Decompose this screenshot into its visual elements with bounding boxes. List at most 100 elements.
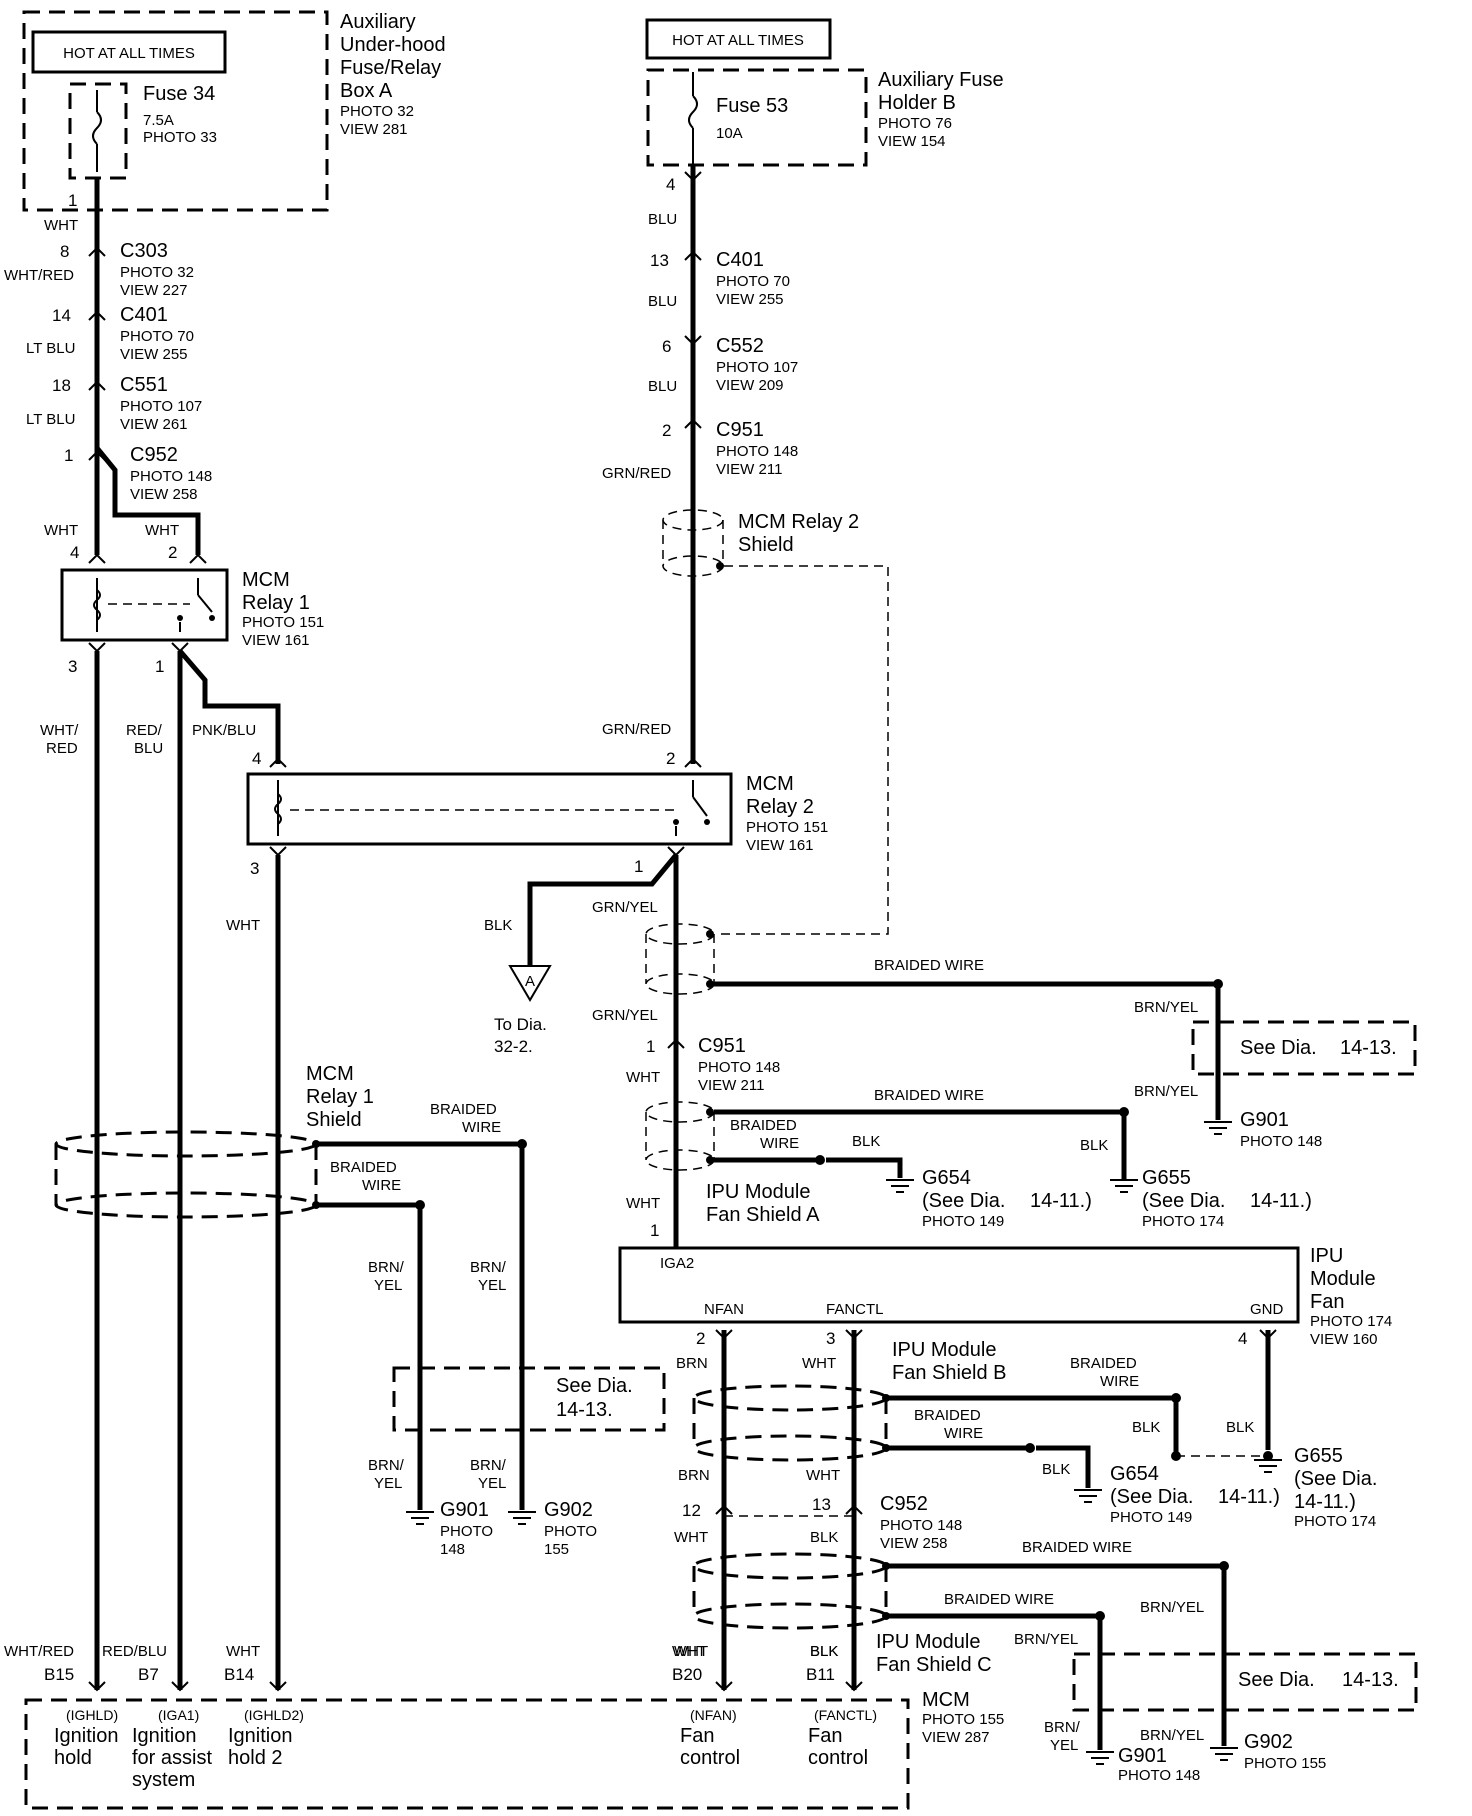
svg-text:BRAIDED WIRE: BRAIDED WIRE [1022,1539,1132,1556]
svg-text:14-13.: 14-13. [1340,1037,1397,1059]
svg-text:Ignition: Ignition [54,1725,119,1747]
svg-text:VIEW 211: VIEW 211 [698,1077,764,1094]
svg-text:MCM: MCM [306,1063,354,1085]
svg-text:VIEW 160: VIEW 160 [1310,1331,1378,1348]
left-fuse-name: Fuse 34 [143,83,215,105]
svg-text:See Dia.: See Dia. [1238,1669,1315,1691]
svg-text:Module: Module [1310,1268,1376,1290]
ground-g655-b: G655 (See Dia. 14-11.) PHOTO 174 [1254,1445,1377,1530]
ipu-module-fan: IGA2 NFAN FANCTL GND IPU Module Fan PHOT… [618,1245,1392,1372]
svg-text:VIEW 227: VIEW 227 [120,282,188,299]
svg-text:2: 2 [696,1329,705,1348]
svg-text:2: 2 [666,749,675,768]
svg-text:BRN: BRN [676,1355,708,1372]
left-connector-c551: 18 C551 PHOTO 107 VIEW 261 LT BLU [26,374,202,433]
svg-text:Ignition: Ignition [132,1725,197,1747]
svg-text:G655: G655 [1142,1167,1191,1189]
svg-text:14-13.: 14-13. [1342,1669,1399,1691]
svg-text:PHOTO 149: PHOTO 149 [922,1213,1004,1230]
svg-text:IPU Module: IPU Module [706,1181,811,1203]
svg-text:VIEW 154: VIEW 154 [878,133,946,150]
ipu-fan-shield-a: BRAIDED WIRE BRN/YEL See Dia. 14-13. GRN… [592,923,1417,1240]
svg-text:VIEW 258: VIEW 258 [130,486,198,503]
svg-text:6: 6 [662,337,671,356]
svg-text:BRN/YEL: BRN/YEL [1134,999,1198,1016]
left-box-title-2: Under-hood [340,34,446,56]
svg-text:Relay 1: Relay 1 [306,1086,374,1108]
svg-text:Fan: Fan [1310,1291,1344,1313]
relay1-feed-wire [95,446,201,555]
svg-text:WHT: WHT [226,917,260,934]
svg-text:IGA2: IGA2 [660,1255,694,1272]
svg-text:WHT: WHT [802,1355,836,1372]
ground-g655-a: G655 (See Dia. 14-11.) PHOTO 174 [1110,1167,1312,1230]
svg-text:WHT: WHT [674,1529,708,1546]
left-fuse-box: HOT AT ALL TIMES Fuse 34 7.5A PHOTO 33 A… [22,10,446,234]
svg-text:2: 2 [662,421,671,440]
svg-text:BRN/: BRN/ [470,1457,507,1474]
svg-text:(IGHLD2): (IGHLD2) [244,1707,304,1723]
svg-text:NFAN: NFAN [704,1301,744,1318]
svg-text:14-11.): 14-11.) [1250,1190,1312,1212]
svg-text:WHT: WHT [44,522,78,539]
svg-text:GRN/YEL: GRN/YEL [592,1007,658,1024]
svg-text:WHT: WHT [672,1643,706,1660]
svg-text:B15: B15 [44,1665,74,1684]
svg-text:C952: C952 [130,444,178,466]
svg-text:PHOTO 155: PHOTO 155 [1244,1755,1326,1772]
svg-text:MCM: MCM [922,1689,970,1711]
svg-text:PHOTO 174: PHOTO 174 [1294,1513,1376,1530]
left-fuse-rating: 7.5A [143,112,174,129]
svg-text:C401: C401 [120,304,168,326]
svg-text:WHT: WHT [145,522,179,539]
svg-text:hold: hold [54,1747,92,1769]
svg-text:12: 12 [682,1501,701,1520]
svg-text:3: 3 [68,657,77,676]
svg-text:VIEW 261: VIEW 261 [120,416,188,433]
svg-text:BLU: BLU [648,378,677,395]
svg-text:(See Dia.: (See Dia. [1294,1468,1377,1490]
svg-text:Ignition: Ignition [228,1725,293,1747]
svg-text:3: 3 [250,859,259,878]
svg-text:A: A [525,973,535,990]
svg-text:BLK: BLK [484,917,512,934]
svg-text:C951: C951 [716,419,764,441]
svg-text:To Dia.: To Dia. [494,1015,547,1034]
svg-text:See Dia.: See Dia. [1240,1037,1317,1059]
svg-text:B14: B14 [224,1665,254,1684]
svg-text:LT BLU: LT BLU [26,340,75,357]
svg-text:IPU: IPU [1310,1245,1343,1267]
svg-text:PHOTO 70: PHOTO 70 [716,273,790,290]
svg-text:13: 13 [650,251,669,270]
svg-text:PHOTO 174: PHOTO 174 [1310,1313,1392,1330]
svg-text:13: 13 [812,1495,831,1514]
right-connector-c401: 13 C401 PHOTO 70 VIEW 255 BLU [648,249,790,310]
svg-text:WHT: WHT [226,1643,260,1660]
ground-icon [406,1511,434,1525]
svg-text:14-13.: 14-13. [556,1399,613,1421]
svg-text:Fan Shield B: Fan Shield B [892,1362,1007,1384]
svg-text:C401: C401 [716,249,764,271]
svg-text:G655: G655 [1294,1445,1343,1467]
svg-text:WHT: WHT [674,1643,708,1660]
ground-g902-left: G902 PHOTO 155 [508,1499,597,1558]
ipu-fan-shield-b: IPU Module Fan Shield B BRAIDED WIRE BRA… [678,1339,1273,1488]
svg-text:WIRE: WIRE [362,1177,401,1194]
svg-text:for assist: for assist [132,1747,212,1769]
svg-text:BLU: BLU [648,211,677,228]
svg-text:3: 3 [826,1329,835,1348]
svg-text:PHOTO 148: PHOTO 148 [880,1517,962,1534]
svg-text:LT BLU: LT BLU [26,411,75,428]
svg-text:WHT/RED: WHT/RED [4,267,74,284]
svg-text:BRN/: BRN/ [368,1259,405,1276]
svg-text:BLK: BLK [810,1529,838,1546]
svg-text:BRN: BRN [678,1467,710,1484]
svg-text:FANCTL: FANCTL [826,1301,884,1318]
svg-text:BRN/YEL: BRN/YEL [1140,1727,1204,1744]
svg-text:4: 4 [252,749,261,768]
svg-text:GND: GND [1250,1301,1284,1318]
svg-text:PHOTO 149: PHOTO 149 [1110,1509,1192,1526]
ground-g901-top: G901 PHOTO 148 [1204,1109,1322,1150]
svg-text:BLK: BLK [1080,1137,1108,1154]
